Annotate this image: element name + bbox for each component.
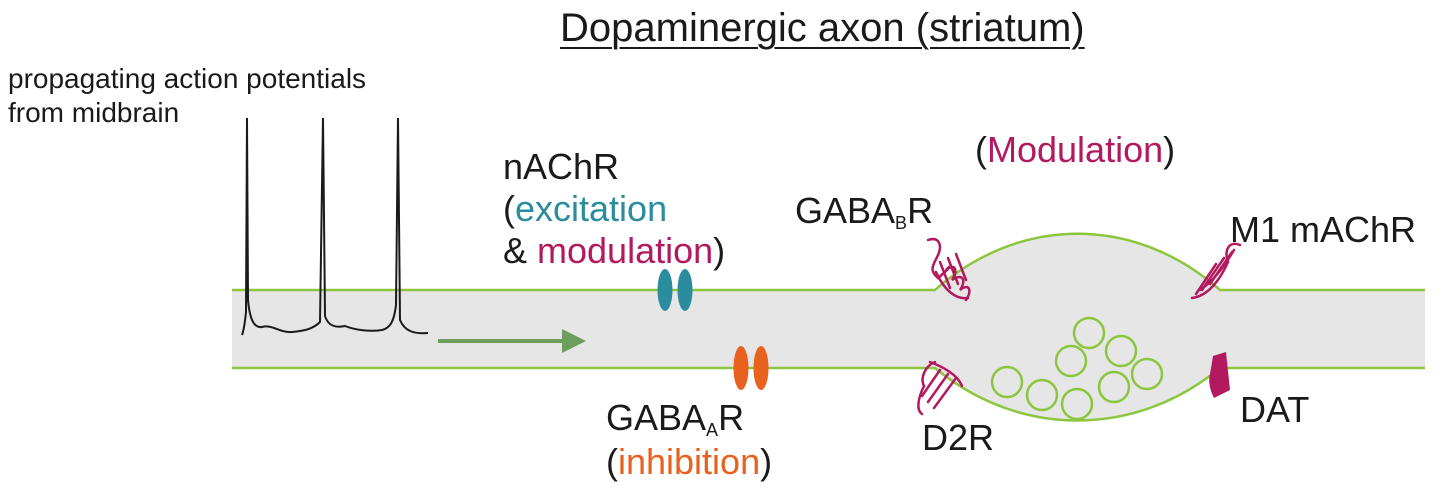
nachr-excitation-line: (excitation (503, 188, 725, 230)
gabab-suffix: R (907, 190, 934, 231)
nachr-name: nAChR (503, 146, 620, 187)
gabaa-label: GABAAR (inhibition) (606, 396, 772, 484)
synaptic-vesicle-icon (1097, 370, 1131, 404)
synaptic-vesicle-icon (1054, 344, 1088, 378)
dat-label: DAT (1240, 389, 1310, 430)
upper-membrane (232, 232, 1425, 292)
d2r-label: D2R (922, 417, 995, 458)
diagram-title: Dopaminergic axon (striatum) (560, 6, 1085, 50)
nachr-open-paren: ( (503, 188, 515, 229)
modulation-label: (Modulation) (975, 132, 1175, 168)
modulation-close-paren: ) (1163, 129, 1176, 170)
gabaa-effect-line: (inhibition) (606, 440, 772, 484)
gabab-label: GABABR (795, 190, 934, 233)
synaptic-vesicle-icon (1060, 387, 1094, 421)
nachr-modulation-line: & modulation) (503, 230, 725, 272)
gabaa-suffix: R (718, 397, 745, 438)
nachr-modulation: modulation (537, 230, 714, 271)
propagation-arrow-icon (438, 329, 586, 353)
gabab-prefix: GABA (795, 190, 896, 231)
m1-machr-label: M1 mAChR (1230, 209, 1417, 250)
action-potential-trace (241, 117, 429, 336)
gabab-gpcr-icon (926, 237, 971, 302)
modulation-open-paren: ( (975, 129, 987, 170)
modulation-text: Modulation (987, 129, 1164, 170)
nachr-label: nAChR (excitation & modulation) (503, 146, 725, 272)
synaptic-vesicles (990, 316, 1164, 421)
lower-membrane (232, 366, 1425, 422)
synaptic-vesicle-icon (1025, 378, 1059, 412)
nachr-amp: & (503, 230, 538, 271)
gabaa-subscript: A (706, 420, 719, 440)
ionotropic-receptor-icon (733, 346, 769, 390)
gabaa-effect: inhibition (618, 441, 761, 482)
nicotinic-receptor-icon (657, 269, 693, 311)
action-potentials-label: propagating action potentials from midbr… (8, 62, 366, 130)
axoplasm (232, 233, 1425, 421)
action-potentials-line2: from midbrain (8, 97, 180, 128)
gabaa-close-paren: ) (760, 441, 773, 482)
gabab-subscript: B (895, 213, 908, 233)
nachr-excitation: excitation (515, 188, 668, 229)
synaptic-vesicle-icon (1104, 334, 1138, 368)
synaptic-vesicle-icon (1072, 316, 1106, 350)
synaptic-vesicle-icon (990, 365, 1024, 399)
synaptic-vesicle-icon (1130, 357, 1164, 391)
nachr-close-paren: ) (713, 230, 726, 271)
gabaa-name: GABAAR (606, 396, 772, 440)
m1-gpcr-icon (1190, 242, 1242, 300)
gabaa-prefix: GABA (606, 397, 707, 438)
transporter-icon (1209, 352, 1230, 398)
action-potentials-line1: propagating action potentials (8, 63, 367, 94)
d2r-gpcr-icon (917, 360, 964, 416)
gabaa-open-paren: ( (606, 441, 618, 482)
